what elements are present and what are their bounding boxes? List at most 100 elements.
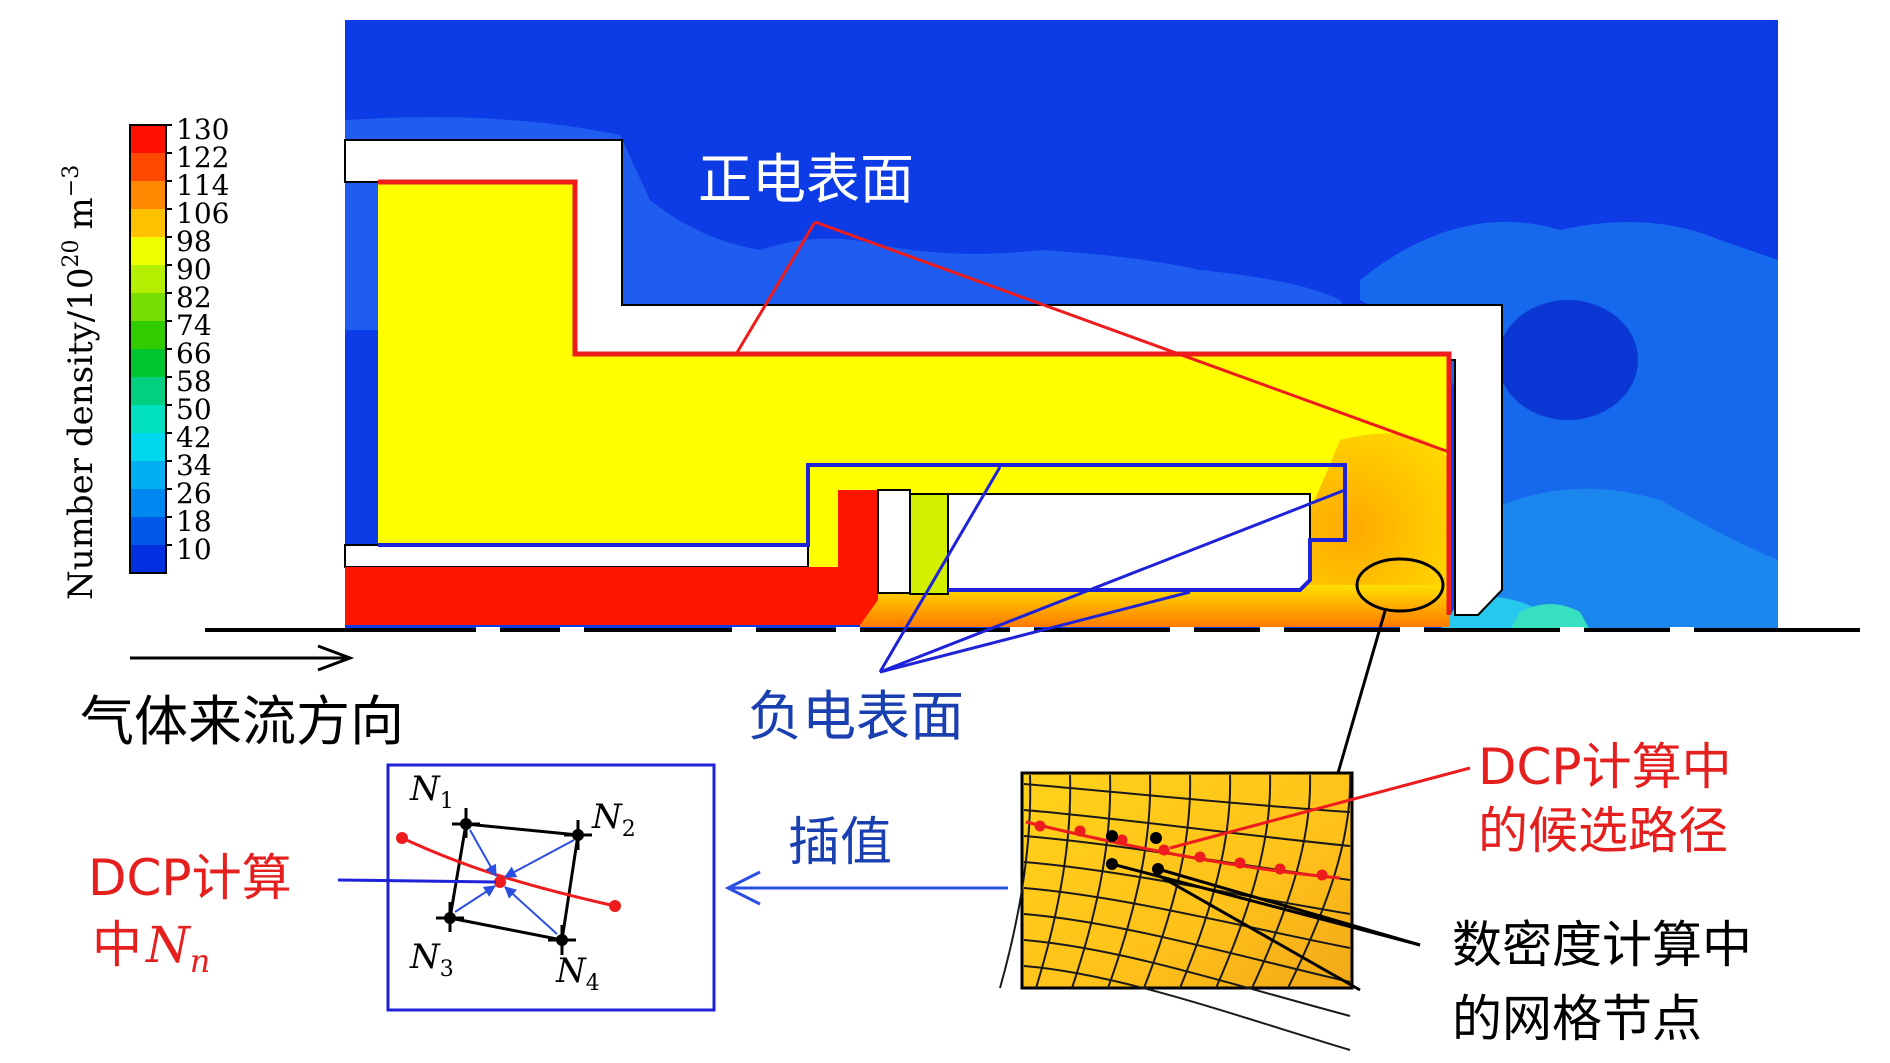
dcp-path-label-2: 的候选路径 [1478,802,1728,860]
flow-arrow-head [317,644,355,672]
grid-nodes-label-2: 的网格节点 [1452,990,1702,1048]
colorbar-tick-label: 98 [176,225,212,258]
svg-text:Number density/1020m−3: Number density/1020m−3 [59,165,101,600]
colorbar-tick-label: 10 [176,533,212,566]
colorbar-tick-label: 90 [176,253,212,286]
grid-line-h [1023,783,1351,813]
density-field [205,20,1860,633]
weight-arrows [454,829,575,935]
interpolation-inset: N1 N2 N3 N4 [386,763,716,1012]
colorbar-tick-label: 114 [176,169,229,202]
colorbar-swatch [130,461,166,489]
grid-line-v [1143,774,1192,989]
candidate-path-point [1194,851,1206,863]
grid-inset-bg [1020,771,1354,990]
colorbar-swatch [130,377,166,405]
dcp-path-callout [1169,766,1471,850]
flow-direction-label: 气体来流方向 [80,690,404,753]
field-patch-cyan [1460,488,1778,630]
colorbar-tick-label: 42 [176,421,212,454]
colorbar-swatch [130,405,166,433]
candidate-path-point [1316,869,1328,881]
dcp-path-label-1: DCP计算中 [1478,738,1732,796]
node-n1-label: N1 [409,769,454,814]
dcp-node-label-1: DCP计算 [88,849,292,907]
node-n3-label: N3 [409,937,454,982]
grid-line-h [1023,939,1351,1017]
highlight-ellipse [1355,557,1445,613]
colorbar-tick-label: 106 [176,197,229,230]
candidate-path-point [1074,825,1086,837]
zoom-line [1336,610,1387,774]
grid-nodes-highlight [1106,830,1164,875]
colorbar-tick-label: 82 [176,281,212,314]
node-n4-label: N4 [555,951,600,996]
cavity [877,489,911,594]
grid-line-v [1179,774,1232,989]
lower-gap [344,544,809,568]
node-n4-point [556,934,568,946]
negative-surface-outline [378,463,1347,592]
positive-callout-right [814,220,1450,454]
candidate-path-point [1158,844,1170,856]
interpolation-inset-frame [386,763,716,1012]
colorbar-swatch [130,293,166,321]
interpolation-arrow-head [724,870,761,906]
dcp-path-end-point [609,900,621,912]
quad-cell [436,808,592,955]
positive-surface-label: 正电表面 [698,148,914,211]
grid-line-h [1023,887,1351,949]
grid-nodes-label-1: 数密度计算中 [1452,916,1752,974]
red-block [345,490,878,625]
grid-node-callout-3 [1155,872,1361,992]
candidate-path-point [1274,863,1286,875]
colorbar-tick-label: 26 [176,477,212,510]
colorbar-swatch [130,181,166,209]
grid-inset [999,771,1354,1051]
colorbar-tick-label: 58 [176,365,212,398]
grid-line-v [999,774,1032,989]
colorbar-tick-label: 130 [176,113,229,146]
grid-lines [999,774,1352,1051]
green-slab [909,493,949,595]
grid-line-v [1215,774,1272,989]
negative-callout-3 [879,590,1191,674]
colorbar-swatch [130,265,166,293]
node-n2-point [572,829,584,841]
colorbar-tick-label: 34 [176,449,212,482]
dcp-node-nn [494,876,506,888]
node-n3-point [444,912,456,924]
grid-line-v [1107,774,1152,989]
node-n2-label: N2 [591,797,636,842]
colorbar-title: Number density/1020m−3 [59,165,101,600]
colorbar-tick-label: 122 [176,141,229,174]
positive-callout-left [733,221,817,357]
candidate-path-point [1116,834,1128,846]
grid-line-h [1023,913,1351,983]
colorbar-swatch [130,349,166,377]
dcp-path-curve-inset [401,836,616,908]
colorbar-swatch [130,209,166,237]
candidate-path-point [1034,820,1046,832]
grid-line-v [1071,774,1112,989]
colorbar-swatch [130,489,166,517]
colorbar-tick-label: 18 [176,505,212,538]
dcp-node-connector [337,878,497,884]
candidate-path-curve [1025,820,1341,880]
candidate-path-points [1034,820,1328,881]
grid-node [1106,830,1118,842]
field-patch-teal [1510,604,1590,630]
interpolation-label: 插值 [788,813,892,873]
grid-node-callout-2 [1157,867,1421,947]
dcp-path-start-point [396,832,408,844]
colorbar-tick-label: 74 [176,309,212,342]
colorbar-swatch [130,545,166,573]
colorbar-swatch [130,517,166,545]
dcp-node-label-2: 中Nn [92,916,210,980]
negative-callout-2 [879,488,1346,674]
colorbar-swatch [130,125,166,153]
grid-line-h [1023,965,1351,1051]
